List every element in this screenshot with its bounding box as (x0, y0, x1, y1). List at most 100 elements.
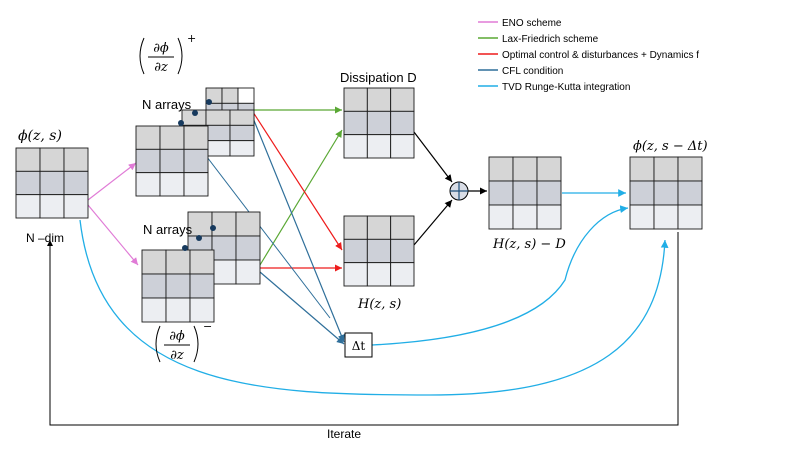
dphi-minus-numerator: ∂ϕ (169, 329, 185, 344)
grid-cell (366, 134, 392, 159)
n-dim-label: N –dim (26, 231, 64, 245)
grid-cell (677, 180, 703, 206)
grid-cell (629, 180, 655, 206)
array-dot (182, 245, 188, 251)
grid-cell (488, 204, 514, 230)
eno-arrow-to-plus (87, 162, 137, 201)
legend-label-tvd-rk: TVD Runge-Kutta integration (502, 82, 630, 93)
grid-cell (390, 134, 415, 159)
dphi-plus-superscript: + (187, 32, 196, 45)
array-dot (192, 110, 198, 116)
grid-cell (229, 109, 255, 126)
grid-cell (390, 262, 415, 287)
dissipation-grid (343, 87, 415, 159)
grid-cell (536, 180, 562, 206)
h-minus-d-grid (488, 156, 562, 230)
grid-cell (653, 180, 679, 206)
dphi-dz-minus-label: ∂ϕ ∂z − (155, 320, 212, 363)
grid-cell (165, 273, 191, 299)
grid-cell (183, 172, 209, 197)
lf-arrow-minus-to-dissipation (259, 129, 343, 266)
legend-label-optimal-control: Optimal control & disturbances + Dynamic… (502, 50, 699, 61)
delta-t-box: Δt (344, 332, 373, 358)
grid-cell (536, 156, 562, 182)
dphi-plus-grid (135, 125, 209, 197)
grid-cell (366, 215, 392, 240)
array-dot (210, 225, 216, 231)
grid-cell (390, 215, 415, 240)
n-arrays-bottom-label: N arrays (143, 222, 193, 237)
grid-cell (141, 249, 167, 275)
grid-cell (183, 125, 209, 150)
grid-cell (221, 87, 239, 104)
dphi-minus-denominator: ∂z (170, 348, 184, 363)
cfl-arrow-minus-to-dt (259, 271, 345, 345)
legend-item-cfl: CFL condition (478, 66, 563, 77)
array-dot (206, 99, 212, 105)
grid-cell (343, 134, 368, 159)
grid-cell (536, 204, 562, 230)
grid-cell (653, 156, 679, 182)
control-arrow-plus-to-h (252, 111, 343, 251)
tvd-rk-curve-dt-to-output (371, 205, 629, 346)
grid-cell (165, 297, 191, 323)
array-dot (178, 120, 184, 126)
grid-cell (15, 147, 41, 172)
hamiltonian-grid (343, 215, 415, 287)
grid-cell (343, 215, 368, 240)
grid-cell (159, 148, 185, 174)
h-minus-d-label: H(z, s) − D (492, 237, 566, 252)
tvd-rk-curve-input-to-output (79, 219, 669, 396)
grid-cell (343, 262, 368, 287)
grid-cell (15, 194, 41, 219)
grid-cell (390, 238, 415, 264)
grid-cell (488, 180, 514, 206)
grid-cell (205, 109, 231, 126)
grid-cell (189, 297, 215, 323)
eno-arrow-to-minus (87, 204, 139, 266)
dissipation-to-sum-arrow (413, 131, 453, 183)
grid-cell (366, 238, 392, 264)
grid-cell (63, 147, 89, 172)
grid-cell (63, 170, 89, 196)
grid-cell (189, 249, 215, 275)
dphi-plus-denominator: ∂z (154, 60, 168, 75)
grid-cell (512, 180, 538, 206)
legend-item-lax-friedrich: Lax-Friedrich scheme (478, 34, 599, 45)
grid-cell (183, 148, 209, 174)
phi-input-label: ϕ(z, s) (18, 128, 62, 144)
grid-cell (653, 204, 679, 230)
grid-cell (366, 110, 392, 136)
grid-cell (235, 211, 261, 237)
grid-cell (237, 87, 255, 104)
grid-cell (629, 204, 655, 230)
grid-cell (211, 259, 237, 285)
grid-cell (135, 172, 161, 197)
grid-cell (366, 262, 392, 287)
grid-cell (512, 204, 538, 230)
grid-cell (135, 148, 161, 174)
grid-cell (229, 140, 255, 157)
legend-item-eno: ENO scheme (478, 18, 562, 29)
grid-cell (141, 297, 167, 323)
grid-cell (629, 156, 655, 182)
grid-cell (390, 110, 415, 136)
dphi-minus-grid (141, 249, 215, 323)
hamiltonian-label: H(z, s) (357, 297, 401, 312)
legend-item-tvd-rk: TVD Runge-Kutta integration (478, 82, 630, 93)
dphi-dz-plus-label: ∂ϕ ∂z + (139, 32, 196, 75)
grid-cell (15, 170, 41, 196)
grid-cell (235, 235, 261, 261)
iterate-label: Iterate (327, 427, 361, 441)
grid-cell (39, 170, 65, 196)
phi-output-grid (629, 156, 703, 230)
grid-cell (189, 273, 215, 299)
grid-cell (159, 172, 185, 197)
sum-node (449, 181, 469, 201)
grid-cell (343, 110, 368, 136)
grid-cell (677, 156, 703, 182)
iterate-loop-arrow (47, 232, 679, 426)
grid-cell (39, 194, 65, 219)
grid-cell (343, 238, 368, 264)
